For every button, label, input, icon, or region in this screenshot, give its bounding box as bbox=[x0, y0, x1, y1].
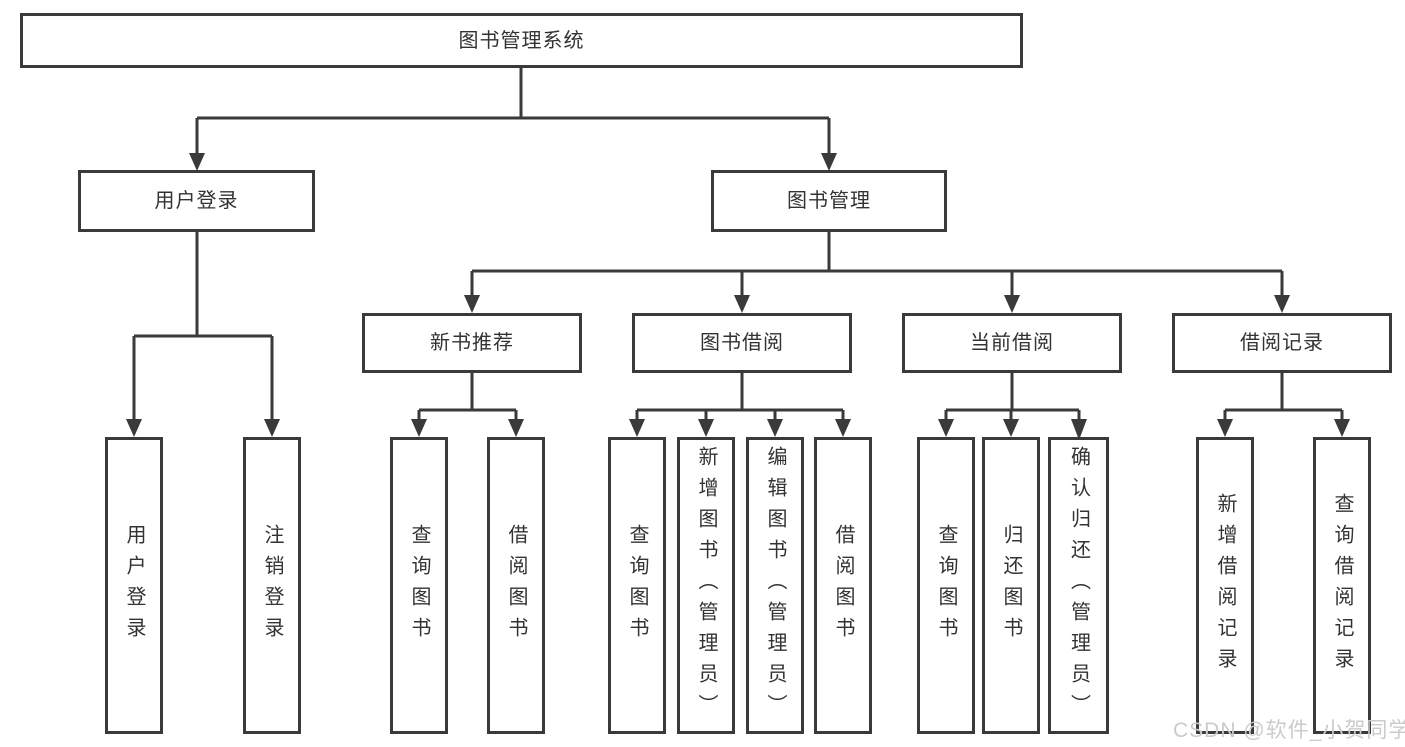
connector-user-login-to-leaves bbox=[126, 230, 280, 437]
node-leaf-br-query-record: 查询借阅记录 bbox=[1313, 437, 1371, 734]
node-label: 编辑图书（管理员） bbox=[764, 446, 786, 725]
node-label: 新增借阅记录 bbox=[1214, 492, 1236, 679]
node-label: 查询图书 bbox=[408, 523, 430, 648]
node-leaf-cb-query-books: 查询图书 bbox=[917, 437, 975, 734]
node-label: 用户登录 bbox=[123, 523, 145, 648]
node-label: 图书借阅 bbox=[700, 332, 784, 354]
csdn-watermark: CSDN @软件_小贺同学 bbox=[1173, 719, 1405, 742]
node-label: 新书推荐 bbox=[430, 332, 514, 354]
node-label: 借阅图书 bbox=[505, 523, 527, 648]
node-leaf-bb-add-books-admin: 新增图书（管理员） bbox=[677, 437, 735, 734]
node-label: 用户登录 bbox=[154, 190, 239, 212]
node-leaf-bb-edit-books-admin: 编辑图书（管理员） bbox=[746, 437, 804, 734]
node-label: 当前借阅 bbox=[970, 332, 1054, 354]
connector-current-borrow-to-leaves bbox=[938, 371, 1087, 440]
node-new-book-recommend: 新书推荐 bbox=[362, 313, 582, 373]
node-book-management: 图书管理 bbox=[711, 170, 947, 232]
connector-book-borrow-to-leaves bbox=[629, 371, 851, 437]
node-label: 归还图书 bbox=[1000, 523, 1022, 648]
node-label: 借阅图书 bbox=[832, 523, 854, 648]
node-leaf-user-login: 用户登录 bbox=[105, 437, 163, 734]
node-book-borrowing: 图书借阅 bbox=[632, 313, 852, 373]
node-current-borrowing: 当前借阅 bbox=[902, 313, 1122, 373]
node-root-system: 图书管理系统 bbox=[20, 13, 1023, 68]
node-label: 确认归还（管理员） bbox=[1067, 446, 1090, 725]
node-label: 注销登录 bbox=[261, 523, 283, 648]
node-label: 查询借阅记录 bbox=[1331, 492, 1353, 679]
connector-book-mgmt-to-modules bbox=[464, 230, 1290, 313]
node-label: 新增图书（管理员） bbox=[695, 446, 717, 725]
node-leaf-cb-confirm-return-admin: 确认归还（管理员） bbox=[1048, 437, 1109, 734]
node-leaf-cb-return-books: 归还图书 bbox=[982, 437, 1040, 734]
connector-new-book-to-leaves bbox=[411, 371, 524, 437]
node-leaf-bb-borrow-books: 借阅图书 bbox=[814, 437, 872, 734]
node-leaf-logout: 注销登录 bbox=[243, 437, 301, 734]
node-label: 查询图书 bbox=[626, 523, 648, 648]
connector-root-to-level2 bbox=[189, 66, 837, 171]
node-label: 借阅记录 bbox=[1240, 332, 1324, 354]
node-leaf-br-add-record: 新增借阅记录 bbox=[1196, 437, 1254, 734]
node-leaf-nb-borrow-books: 借阅图书 bbox=[487, 437, 545, 734]
node-root-label: 图书管理系统 bbox=[458, 29, 585, 52]
node-label: 查询图书 bbox=[935, 523, 957, 648]
node-leaf-bb-query-books: 查询图书 bbox=[608, 437, 666, 734]
node-user-login: 用户登录 bbox=[78, 170, 315, 232]
node-borrowing-records: 借阅记录 bbox=[1172, 313, 1392, 373]
node-leaf-nb-query-books: 查询图书 bbox=[390, 437, 448, 734]
connector-borrow-record-to-leaves bbox=[1217, 371, 1350, 437]
node-label: 图书管理 bbox=[787, 190, 871, 212]
